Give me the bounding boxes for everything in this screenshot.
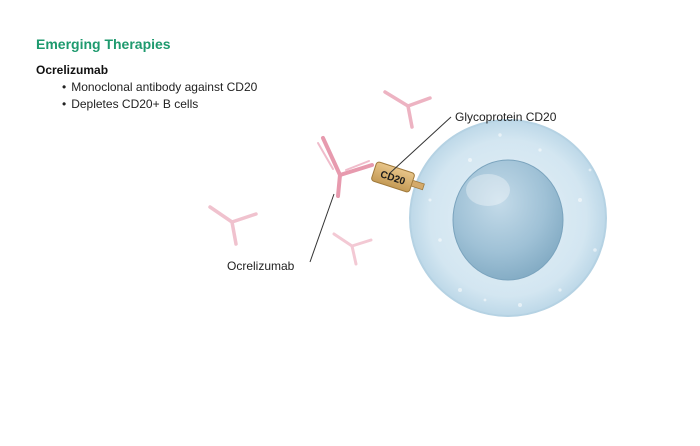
nucleus-highlight xyxy=(466,174,510,206)
glycoprotein-leader-line xyxy=(389,116,452,174)
nucleus xyxy=(452,159,564,281)
bullet-list: Monoclonal antibody against CD20 Deplete… xyxy=(62,79,257,113)
page-title: Emerging Therapies xyxy=(36,36,171,52)
free-antibody-left xyxy=(208,205,258,246)
ocrelizumab-antibody xyxy=(317,136,374,198)
free-antibody-faded xyxy=(332,232,373,266)
cd20-receptor: CD20 xyxy=(371,161,425,193)
bullet-item: Monoclonal antibody against CD20 xyxy=(62,79,257,96)
drug-name: Ocrelizumab xyxy=(36,63,109,77)
b-cell xyxy=(409,119,607,317)
bullet-item: Depletes CD20+ B cells xyxy=(62,96,257,113)
free-antibody-top xyxy=(383,90,432,129)
ocrelizumab-label: Ocrelizumab xyxy=(227,259,295,273)
glycoprotein-label: Glycoprotein CD20 xyxy=(455,110,557,124)
cell-texture xyxy=(428,133,597,307)
ocrelizumab-leader-line xyxy=(309,193,335,263)
